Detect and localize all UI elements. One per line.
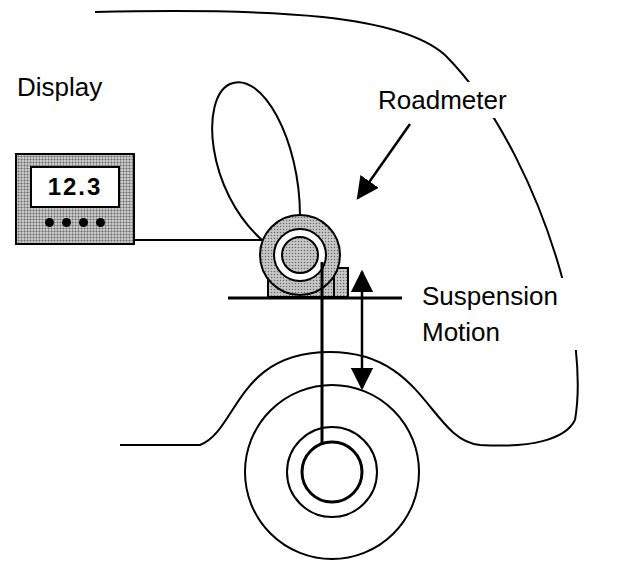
drum-ring — [274, 229, 326, 281]
hub — [302, 442, 362, 502]
tire — [245, 385, 419, 559]
display-buttons — [17, 218, 133, 227]
roadmeter-drum — [260, 215, 340, 295]
display-button — [96, 218, 105, 227]
motion-arrow — [361, 272, 364, 388]
display-button — [79, 218, 88, 227]
display-button — [62, 218, 71, 227]
signal-wire — [135, 239, 262, 241]
car-body-outline — [95, 11, 578, 420]
display-unit: Display12.3 — [15, 153, 135, 245]
drum-core — [282, 237, 318, 273]
readout-value: 12.3 — [48, 173, 103, 201]
device-label: Roadmeter — [376, 82, 550, 118]
display-screen: 12.3 — [30, 166, 120, 208]
measuring-string — [321, 262, 324, 443]
rim — [287, 427, 377, 517]
display-heading: Display — [17, 72, 102, 102]
display-button — [45, 218, 54, 227]
callout-arrow — [358, 124, 410, 198]
motion-label: Suspension Motion — [420, 278, 614, 350]
